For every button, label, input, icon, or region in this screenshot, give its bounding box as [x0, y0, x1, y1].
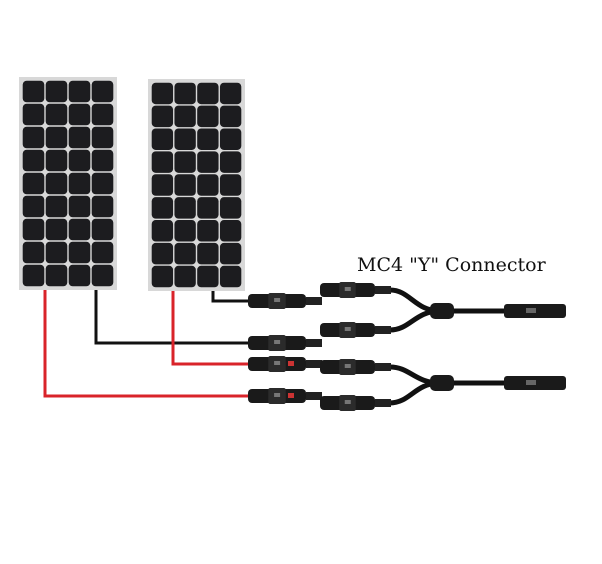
solar-cell	[197, 220, 219, 242]
mc4-plug	[320, 322, 391, 338]
solar-cell	[68, 218, 91, 241]
solar-cell	[45, 241, 68, 264]
solar-cell	[68, 149, 91, 172]
solar-cell	[22, 172, 45, 195]
solar-cell	[151, 197, 174, 219]
solar-cell	[68, 103, 91, 126]
panel1-negative-wire	[94, 290, 250, 345]
solar-cell	[174, 265, 196, 288]
solar-cell	[45, 149, 68, 172]
solar-cell	[151, 151, 174, 173]
solar-cell	[45, 264, 68, 287]
mc4-y-connector-bottom	[389, 364, 566, 406]
solar-cell	[22, 103, 45, 126]
mc4-plug	[320, 395, 391, 411]
solar-cell	[91, 126, 114, 149]
mc4-y-connector-label: MC4 "Y" Connector	[357, 254, 546, 276]
solar-cell	[68, 241, 91, 264]
solar-cell	[219, 220, 242, 242]
solar-cell	[174, 242, 196, 265]
solar-cell	[91, 103, 114, 126]
solar-cell	[91, 195, 114, 218]
solar-cell	[197, 82, 219, 105]
solar-cell	[22, 126, 45, 149]
solar-cell	[197, 105, 219, 128]
solar-cell	[68, 80, 91, 103]
solar-cell	[219, 151, 242, 173]
solar-cell	[174, 197, 196, 219]
solar-cell	[151, 174, 174, 196]
solar-cell	[68, 195, 91, 218]
panel2-negative-wire	[211, 291, 250, 303]
solar-cell	[68, 126, 91, 149]
mc4-y-connector-top	[389, 287, 566, 333]
solar-cell	[151, 105, 174, 128]
solar-cell	[174, 174, 196, 196]
solar-cell	[45, 103, 68, 126]
solar-cell	[174, 220, 196, 242]
solar-cell	[45, 172, 68, 195]
solar-cell	[151, 242, 174, 265]
solar-cell	[197, 174, 219, 196]
solar-cell	[219, 174, 242, 196]
solar-cell	[45, 126, 68, 149]
solar-cell	[174, 151, 196, 173]
solar-cell	[22, 264, 45, 287]
solar-cell	[68, 172, 91, 195]
solar-cell	[174, 82, 196, 105]
solar-cell	[197, 265, 219, 288]
mc4-plug	[320, 282, 391, 298]
solar-cell	[151, 128, 174, 150]
mc4-plug	[248, 356, 322, 372]
solar-cell	[151, 220, 174, 242]
solar-cell	[174, 105, 196, 128]
solar-cell	[197, 242, 219, 265]
mc4-plug	[248, 293, 322, 309]
solar-cell	[22, 80, 45, 103]
mc4-plug	[248, 388, 322, 404]
solar-cell	[45, 80, 68, 103]
solar-cell	[91, 264, 114, 287]
solar-cell	[219, 265, 242, 288]
solar-cell	[22, 218, 45, 241]
solar-cell	[219, 242, 242, 265]
solar-panel-1	[19, 77, 117, 290]
solar-cell	[219, 82, 242, 105]
solar-cell	[219, 105, 242, 128]
mc4-plug	[320, 359, 391, 375]
solar-panel-2	[148, 79, 245, 291]
panel1-positive-wire	[43, 290, 250, 398]
panel2-positive-wire	[171, 291, 250, 366]
solar-cell	[45, 218, 68, 241]
solar-cell	[197, 197, 219, 219]
solar-cell	[219, 197, 242, 219]
solar-cell	[91, 80, 114, 103]
solar-cell	[91, 241, 114, 264]
solar-cell	[151, 265, 174, 288]
solar-cell	[219, 128, 242, 150]
solar-cell	[151, 82, 174, 105]
solar-cell	[22, 241, 45, 264]
solar-cell	[68, 264, 91, 287]
solar-cell	[91, 218, 114, 241]
solar-cell	[22, 195, 45, 218]
solar-cell	[22, 149, 45, 172]
solar-cell	[197, 151, 219, 173]
solar-cell	[91, 172, 114, 195]
mc4-plug	[248, 335, 322, 351]
solar-cell	[91, 149, 114, 172]
solar-cell	[45, 195, 68, 218]
solar-cell	[197, 128, 219, 150]
solar-cell	[174, 128, 196, 150]
